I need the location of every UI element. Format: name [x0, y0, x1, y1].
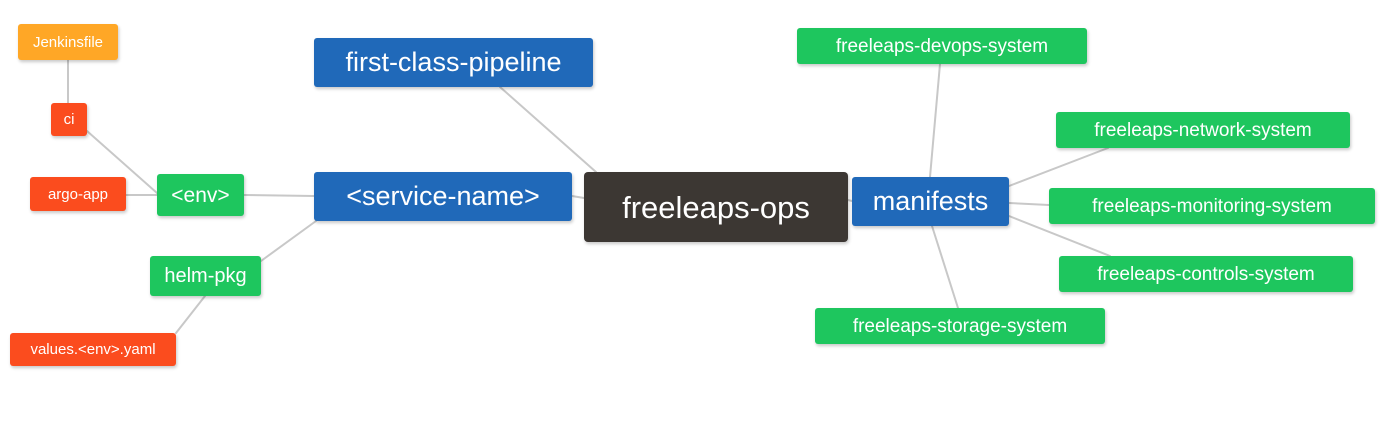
mindmap-node-devops-system[interactable]: freeleaps-devops-system [797, 28, 1087, 64]
edge-manifests-to-monitoring-system [1008, 202, 1050, 206]
mindmap-node-freeleaps-ops[interactable]: freeleaps-ops [584, 172, 848, 242]
edge-manifests-to-storage-system [931, 225, 959, 309]
edge-env-to-service-name [243, 194, 315, 197]
mindmap-node-storage-system[interactable]: freeleaps-storage-system [815, 308, 1105, 344]
mindmap-node-monitoring-system[interactable]: freeleaps-monitoring-system [1049, 188, 1375, 224]
mindmap-node-env[interactable]: <env> [157, 174, 244, 216]
edge-first-class-to-freeleaps-ops [499, 86, 597, 173]
mindmap-node-values-yaml[interactable]: values.<env>.yaml [10, 333, 176, 366]
edge-helm-pkg-to-service-name [260, 220, 317, 262]
mindmap-node-first-class[interactable]: first-class-pipeline [314, 38, 593, 87]
mindmap-node-argo-app[interactable]: argo-app [30, 177, 126, 211]
mindmap-node-network-system[interactable]: freeleaps-network-system [1056, 112, 1350, 148]
edge-values-yaml-to-helm-pkg [175, 295, 206, 334]
mindmap-node-controls-system[interactable]: freeleaps-controls-system [1059, 256, 1353, 292]
edge-manifests-to-network-system [1008, 147, 1109, 187]
edge-manifests-to-devops-system [929, 63, 941, 178]
mindmap-node-helm-pkg[interactable]: helm-pkg [150, 256, 261, 296]
edge-service-name-to-freeleaps-ops [571, 195, 585, 199]
mindmap-node-ci[interactable]: ci [51, 103, 87, 136]
mindmap-node-jenkinsfile[interactable]: Jenkinsfile [18, 24, 118, 60]
mindmap-node-service-name[interactable]: <service-name> [314, 172, 572, 221]
mindmap-node-manifests[interactable]: manifests [852, 177, 1009, 226]
